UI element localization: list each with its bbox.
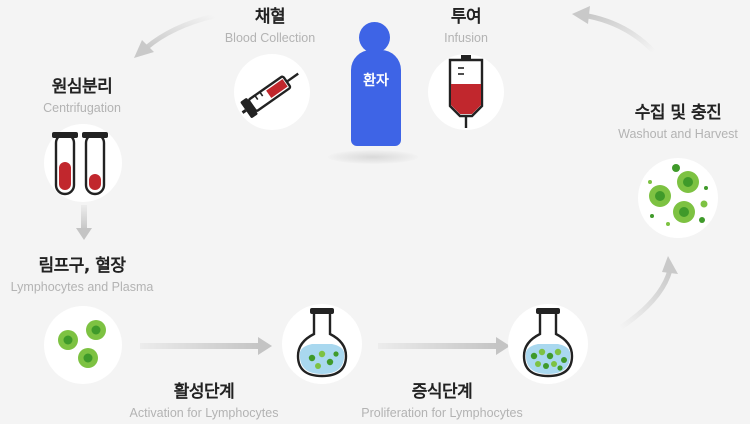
- arrow-head: [496, 337, 510, 355]
- patient-label: 환자: [363, 73, 389, 89]
- step-infusion-subtitle: Infusion: [444, 31, 488, 45]
- arrow-to-infusion: [585, 13, 657, 55]
- arrow-to-activation: [140, 343, 260, 349]
- step-washout-title: 수집 및 충진: [634, 103, 722, 123]
- step-washout-subtitle: Washout and Harvest: [618, 127, 738, 141]
- arrow-head: [662, 256, 678, 274]
- patient-body: [351, 50, 401, 146]
- syringe-icon: [240, 72, 299, 118]
- patient-shadow: [328, 150, 418, 164]
- step-lymphocytes-subtitle: Lymphocytes and Plasma: [10, 280, 154, 294]
- flask-icon: [522, 308, 574, 378]
- syringe-icon-circle: [234, 54, 310, 130]
- step-blood-collection-title: 채혈: [254, 7, 286, 27]
- blood-bag-icon: [448, 55, 484, 128]
- activation-flask-icon-circle: [282, 304, 362, 384]
- step-lymphocytes-title: 림프구, 혈장: [38, 256, 126, 276]
- arrow-head: [258, 337, 272, 355]
- step-activation-subtitle: Activation for Lymphocytes: [129, 406, 279, 420]
- step-infusion-title: 투여: [450, 7, 482, 27]
- step-proliferation-subtitle: Proliferation for Lymphocytes: [361, 406, 523, 420]
- arrow-to-washout: [617, 267, 673, 331]
- step-blood-collection-subtitle: Blood Collection: [224, 31, 316, 45]
- arrow-head: [76, 228, 92, 240]
- harvest-cells-icon-circle: [638, 158, 718, 238]
- lymphocytes-icon-circle: [44, 306, 122, 384]
- arrow-to-proliferation: [378, 343, 498, 349]
- step-proliferation-title: 증식단계: [411, 382, 473, 402]
- arrow-head: [134, 40, 154, 58]
- proliferation-flask-icon-circle: [508, 304, 588, 384]
- arrow-to-centrifugation: [143, 13, 217, 51]
- cells-icon: [648, 164, 708, 226]
- arrow-to-lymphocytes: [81, 205, 87, 231]
- step-centrifugation-title: 원심분리: [51, 77, 113, 97]
- patient-head: [359, 22, 390, 53]
- step-centrifugation-subtitle: Centrifugation: [43, 101, 121, 115]
- cells-icon: [58, 320, 106, 368]
- flask-icon: [296, 308, 348, 378]
- blood-bag-icon-circle: [428, 54, 504, 130]
- arrow-head: [572, 6, 590, 24]
- test-tubes-icon-circle: [44, 124, 122, 202]
- step-activation-title: 활성단계: [173, 382, 235, 402]
- test-tubes-icon: [52, 132, 108, 196]
